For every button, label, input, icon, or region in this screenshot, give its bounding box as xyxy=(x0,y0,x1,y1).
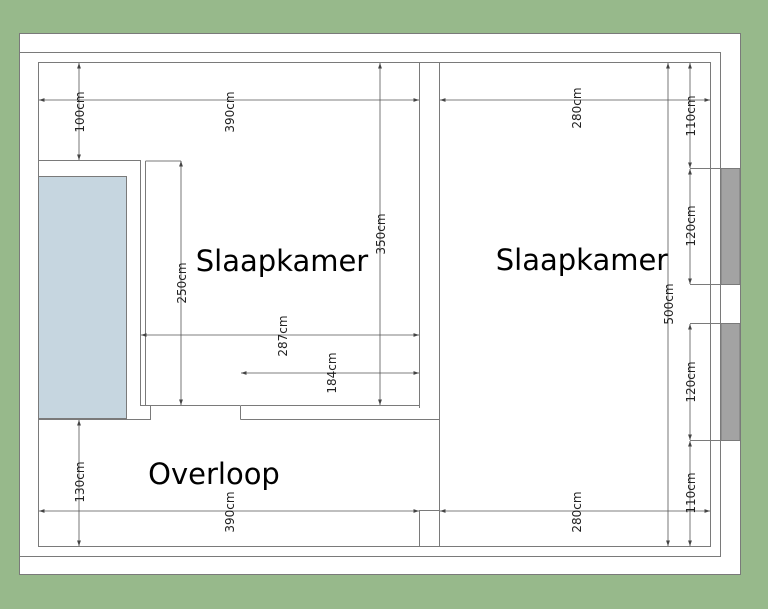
room-label-bedroom-right: Slaapkamer xyxy=(496,243,669,277)
dim-label-window-top: 120cm xyxy=(684,205,698,246)
dim-label-left-top-height: 100cm xyxy=(73,91,87,132)
dim-label-inner-width: 287cm xyxy=(276,315,290,356)
window-lower xyxy=(720,323,741,441)
window-upper xyxy=(720,168,741,285)
dim-label-landing-height: 130cm xyxy=(73,461,87,502)
dim-label-right-edge-top: 110cm xyxy=(684,95,698,136)
room-label-bedroom-left: Slaapkamer xyxy=(196,244,369,278)
dim-label-inner-height: 250cm xyxy=(175,262,189,303)
dim-label-right-width-top: 280cm xyxy=(570,87,584,128)
dim-label-window-bottom: 120cm xyxy=(684,361,698,402)
dim-label-left-width-bottom: 390cm xyxy=(223,491,237,532)
dim-label-right-width-bottom: 280cm xyxy=(570,491,584,532)
dim-label-right-edge-bottom: 110cm xyxy=(684,472,698,513)
stairs xyxy=(38,176,127,419)
dim-label-inner-small-width: 184cm xyxy=(325,352,339,393)
room-label-landing: Overloop xyxy=(148,457,280,491)
dim-label-right-room-height: 500cm xyxy=(662,283,676,324)
dim-label-left-width-top: 390cm xyxy=(223,91,237,132)
dim-label-bedroom-height: 350cm xyxy=(374,213,388,254)
